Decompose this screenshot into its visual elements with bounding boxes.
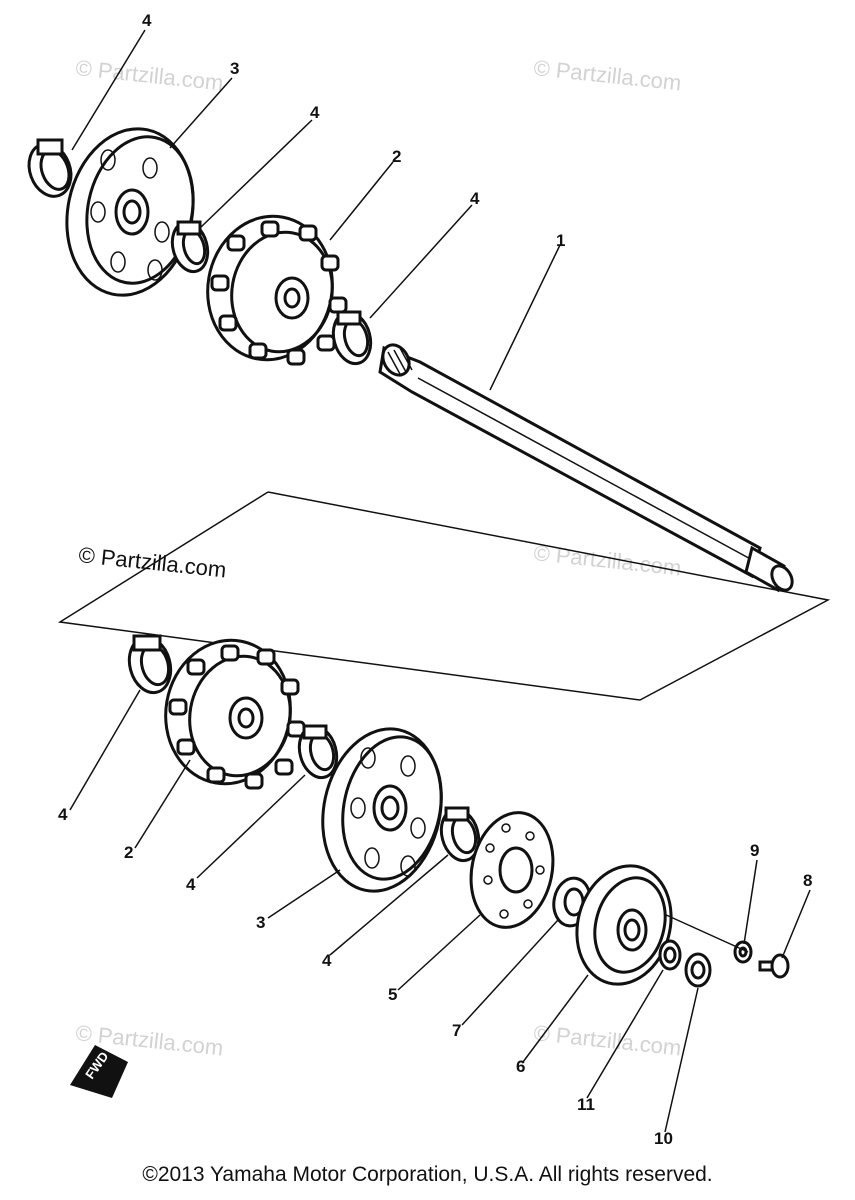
- watermark: © Partzilla.com: [532, 55, 682, 95]
- callout-1: 1: [556, 231, 565, 250]
- callout-4: 4: [322, 951, 332, 970]
- drive-sprocket-part: [206, 214, 348, 366]
- drive-sprocket-part: [164, 638, 306, 790]
- assembly-outline: [57, 491, 831, 701]
- watermark: © Partzilla.com: [532, 1020, 682, 1060]
- hose-clamp-part: [127, 634, 173, 695]
- callout-2: 2: [392, 147, 401, 166]
- callout-9: 9: [750, 841, 759, 860]
- washer-part: [658, 939, 682, 971]
- callout-11: 11: [577, 1095, 595, 1114]
- callout-7: 7: [452, 1021, 461, 1040]
- callout-4: 4: [470, 189, 480, 208]
- leader-lines: [69, 29, 811, 1133]
- callout-4: 4: [310, 103, 320, 122]
- callout-8: 8: [803, 871, 812, 890]
- hose-clamp-part: [27, 138, 73, 198]
- hose-clamp-part: [331, 310, 373, 366]
- hose-clamp-part: [297, 724, 339, 780]
- callout-3: 3: [256, 913, 265, 932]
- callout-4: 4: [186, 875, 196, 894]
- callout-10: 10: [654, 1129, 673, 1148]
- watermark: © Partzilla.com: [74, 55, 224, 95]
- bolt-part: [758, 953, 790, 979]
- callout-5: 5: [388, 985, 397, 1004]
- bearing-housing-part: [575, 864, 673, 986]
- copyright-notice: ©2013 Yamaha Motor Corporation, U.S.A. A…: [142, 1163, 713, 1186]
- axis-line: [663, 913, 749, 953]
- flange-plate-part: [469, 811, 555, 929]
- callout-6: 6: [516, 1057, 525, 1076]
- watermark: © Partzilla.com: [532, 540, 682, 580]
- hose-clamp-part: [439, 806, 481, 863]
- nut-part: [684, 952, 712, 988]
- forward-arrow-icon: FWD: [70, 1045, 128, 1098]
- callout-4: 4: [142, 11, 152, 30]
- drive-shaft-part: [378, 343, 794, 593]
- callout-3: 3: [230, 59, 239, 78]
- callout-4: 4: [58, 805, 68, 824]
- callout-2: 2: [124, 843, 133, 862]
- watermark: © Partzilla.com: [77, 542, 227, 582]
- hose-clamp-part: [170, 220, 210, 274]
- idler-wheel-part: [321, 727, 443, 893]
- lock-washer-part: [733, 940, 753, 964]
